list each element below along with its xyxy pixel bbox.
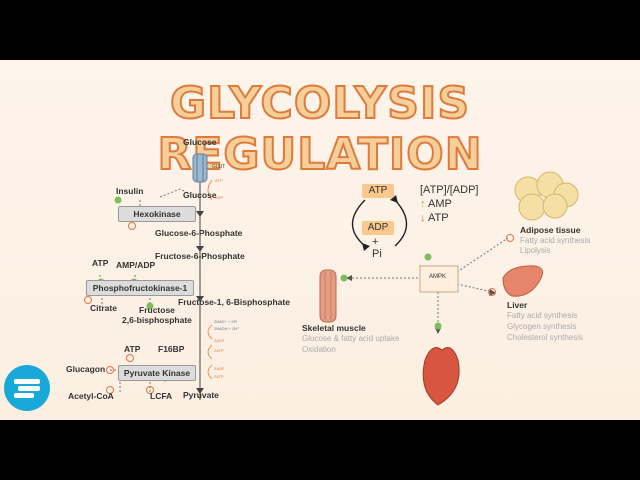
letterbox-top [0, 0, 640, 60]
muscle-item-2: Oxidation [302, 345, 336, 354]
f6p-label: Fructose-6-Phosphate [155, 251, 245, 261]
amp-label: AMP [428, 198, 452, 210]
pfk-ampadp-label: AMP/ADP [116, 260, 156, 270]
pfk-atp-label: ATP [92, 258, 109, 268]
glucose-outside-label: Glucose [183, 137, 217, 147]
muscle-icon [319, 269, 337, 323]
pk-atp-label: ATP [124, 344, 141, 354]
insulin-label: Insulin [116, 186, 144, 196]
acetylcoa-label: Acetyl-CoA [68, 391, 114, 401]
page-title: GLYCOLYSIS REGULATION [156, 77, 483, 181]
muscle-title: Skeletal muscle [302, 323, 366, 333]
nadh-label: 2NADH + 2H⁺ [214, 326, 240, 331]
glucagon-label: Glucagon [66, 364, 106, 374]
adipose-cells-icon [514, 171, 579, 221]
f16bp-label: Fructose-1, 6-Bisphosphate [178, 297, 290, 307]
plus-sign: + [372, 236, 379, 248]
up-arrow: ↑ [420, 198, 426, 210]
adipose-title: Adipose tissue [520, 225, 581, 235]
ampk-label: AMPK [429, 274, 447, 280]
citrate-label: Citrate [90, 303, 117, 313]
pyruvate-kinase-enzyme: Pyruvate Kinase [118, 365, 196, 381]
pi-label: Pi [372, 248, 382, 260]
glut-transporter-icon [192, 153, 208, 183]
diagram-canvas: GLYCOLYSIS REGULATION [0, 60, 640, 420]
adp-box: ADP [362, 221, 394, 235]
adp2-label: 2ADP [214, 366, 225, 371]
hk-adp-label: ADP [215, 195, 224, 200]
g6p-label: Glucose-6-Phosphate [155, 228, 243, 238]
heart-icon [422, 347, 460, 406]
muscle-item-1: Glucose & fatty acid uptake [302, 334, 400, 343]
adipose-item-2: Lipolysis [520, 246, 551, 255]
liver-icon [502, 265, 544, 297]
atp-decrease-label: ATP [428, 212, 449, 224]
nad-label: 2NAD⁺ + 2Pi [214, 319, 238, 324]
liver-item-1: Fatty acid synthesis [507, 311, 578, 320]
hk-atp-label: ATP [215, 178, 223, 183]
pfk1-enzyme: Phosphofructokinase-1 [86, 280, 194, 296]
atp-box: ATP [362, 184, 394, 198]
atp1-label: 2ATP [214, 348, 224, 353]
channel-logo [4, 365, 50, 411]
liver-item-2: Glycogen synthesis [507, 322, 577, 331]
liver-item-3: Cholesterol synthesis [507, 333, 584, 342]
pyruvate-label: Pyruvate [183, 390, 219, 400]
atp2-label: 2ATP [214, 374, 224, 379]
adipose-item-1: Fatty acid synthesis [520, 236, 591, 245]
hexokinase-enzyme: Hexokinase [118, 206, 196, 222]
down-arrow: ↓ [420, 212, 426, 224]
glut-label: GLUT [212, 164, 226, 170]
atp-adp-ratio: [ATP]/[ADP] [420, 184, 479, 196]
liver-title: Liver [507, 300, 528, 310]
pk-f16bp-label: F16BP [158, 344, 185, 354]
lcfa-label: LCFA [150, 391, 173, 401]
adp1-label: 2ADP [214, 338, 225, 343]
f26bp-label: Fructose 2,6-bisphosphate [122, 305, 192, 325]
glucose-inside-label: Glucose [183, 190, 217, 200]
letterbox-bottom [0, 420, 640, 480]
